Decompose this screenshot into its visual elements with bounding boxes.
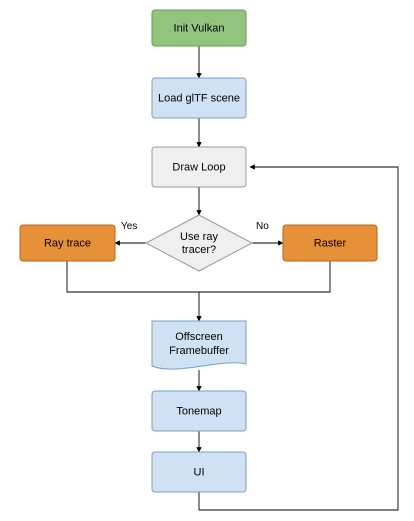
load-gltf-label: Load glTF scene xyxy=(158,93,240,105)
node-tonemap: Tonemap xyxy=(151,390,247,432)
tonemap-label: Tonemap xyxy=(176,406,221,418)
offscreen-label-line1: Offscreen xyxy=(175,331,223,343)
ui-label: UI xyxy=(194,467,205,479)
edge-ui-loop-back xyxy=(198,164,399,511)
decision-label-line2: tracer? xyxy=(182,244,216,256)
ray-trace-label: Ray trace xyxy=(44,238,91,250)
node-draw-loop: Draw Loop xyxy=(151,146,247,188)
node-load-gltf-scene: Load glTF scene xyxy=(151,77,247,119)
node-raster: Raster xyxy=(282,224,378,262)
node-ui: UI xyxy=(151,451,247,493)
node-ray-trace: Ray trace xyxy=(19,224,116,262)
decision-label-line1: Use ray xyxy=(180,231,218,243)
no-label: No xyxy=(256,221,269,232)
draw-loop-label: Draw Loop xyxy=(172,162,225,174)
raster-label: Raster xyxy=(314,238,347,250)
node-init-vulkan: Init Vulkan xyxy=(151,9,247,47)
edges xyxy=(66,46,399,511)
offscreen-label-line2: Framebuffer xyxy=(169,345,229,357)
yes-label: Yes xyxy=(121,221,137,232)
node-decision-use-ray-tracer: Use ray tracer? xyxy=(144,214,254,272)
node-offscreen-framebuffer: Offscreen Framebuffer xyxy=(151,320,247,370)
edge-raytrace-merge xyxy=(66,261,331,293)
init-vulkan-label: Init Vulkan xyxy=(174,23,225,35)
